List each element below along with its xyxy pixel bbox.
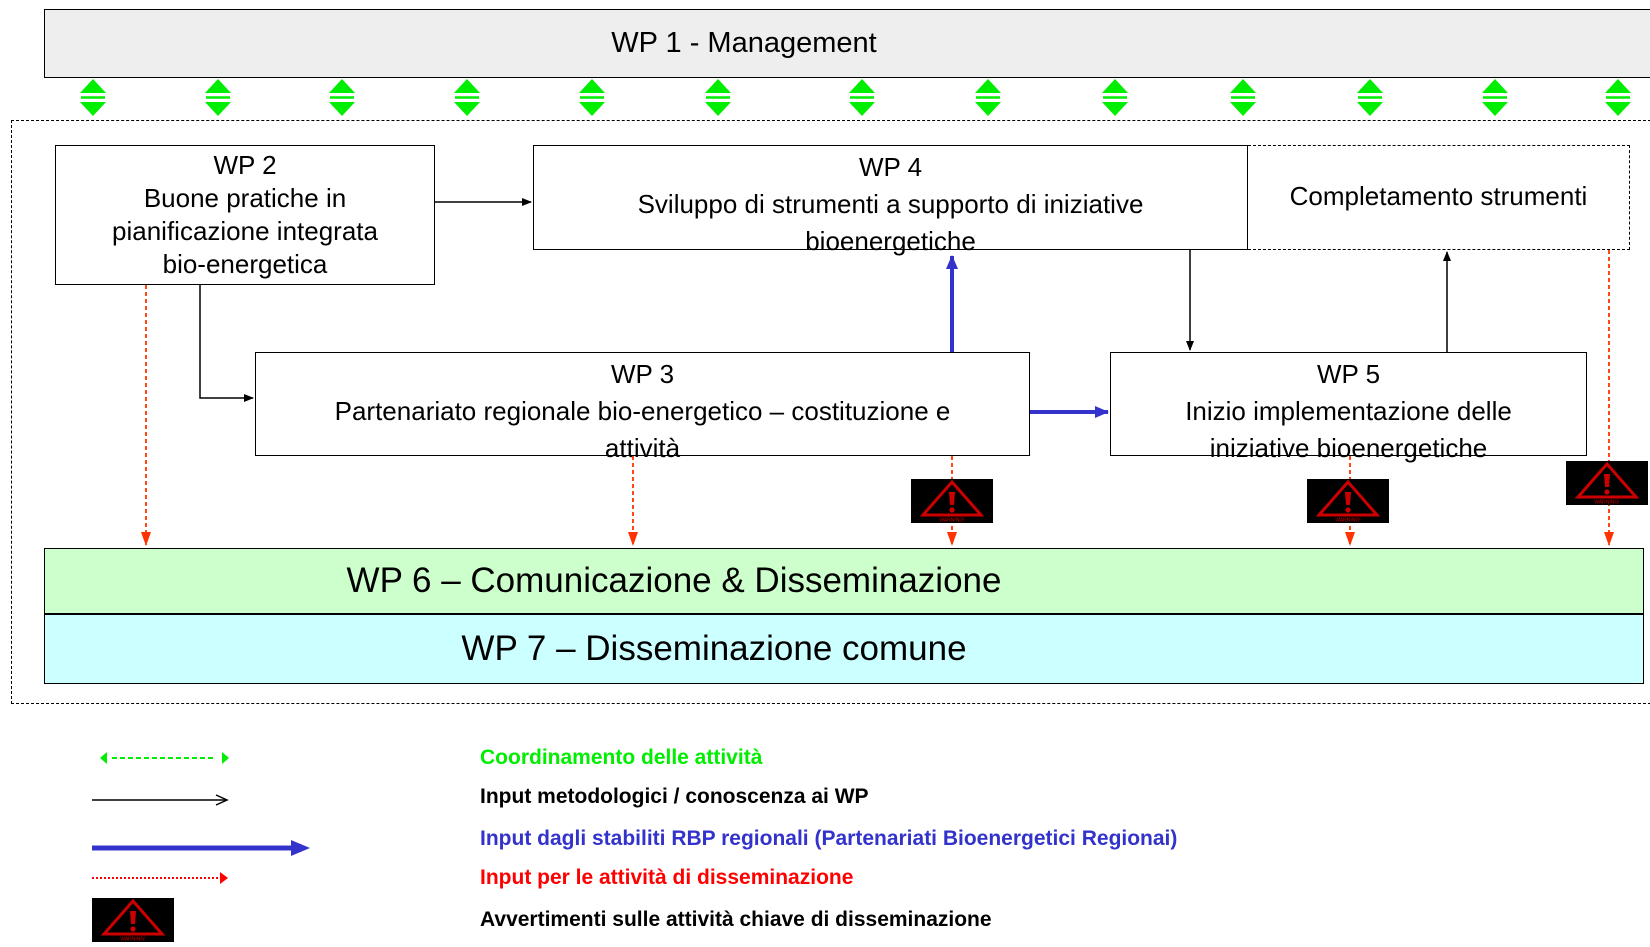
- coordination-arrow: [1357, 79, 1383, 116]
- wp5-box: WP 5 Inizio implementazione delle inizia…: [1110, 352, 1587, 463]
- wp2-box: WP 2 Buone pratiche in pianificazione in…: [55, 145, 435, 285]
- warning-icon: WARNING!: [1307, 479, 1389, 524]
- coordination-arrow: [705, 79, 731, 116]
- coordination-arrow: [329, 79, 355, 116]
- legend-rbp-text: Input dagli stabiliti RBP regionali (Par…: [480, 827, 1178, 850]
- legend-methodological-symbol: [92, 794, 229, 806]
- legend-warning-icon: WARNING!: [92, 898, 174, 943]
- wp4-desc-line-2: bioenergetiche: [805, 226, 976, 256]
- wp5-desc-line-2: iniziative bioenergetiche: [1209, 433, 1488, 463]
- wp6-box: WP 6 – Comunicazione & Disseminazione: [44, 548, 1644, 614]
- coordination-arrow: [454, 79, 480, 116]
- coordination-arrow: [849, 79, 875, 116]
- coordination-arrow: [1482, 79, 1508, 116]
- wp3-desc-line-2: attività: [604, 433, 681, 463]
- wp1-label: WP 1 - Management: [611, 27, 877, 59]
- wp3-title: WP 3: [610, 359, 675, 389]
- svg-text:WARNING!: WARNING!: [120, 937, 145, 943]
- wp5-desc-line-1: Inizio implementazione delle: [1185, 396, 1512, 426]
- wp7-box: WP 7 – Disseminazione comune: [44, 614, 1644, 684]
- coordination-arrow: [80, 79, 106, 116]
- wp4-desc-line-1: Sviluppo di strumenti a supporto di iniz…: [637, 189, 1144, 219]
- coordination-arrow: [205, 79, 231, 116]
- legend-coordination-text: Coordinamento delle attività: [480, 746, 763, 769]
- completamento-label: Completamento strumenti: [1289, 181, 1588, 211]
- svg-text:WARNING!: WARNING!: [1594, 500, 1619, 506]
- warning-icon: WARNING!: [911, 479, 993, 524]
- wp5-title: WP 5: [1316, 359, 1381, 389]
- legend-rbp-symbol: [92, 840, 310, 856]
- wp3-desc-line-1: Partenariato regionale bio-energetico – …: [334, 396, 951, 426]
- legend-coordination-symbol: [100, 752, 229, 764]
- wp2-desc-line-2: pianificazione integrata: [112, 216, 378, 246]
- legend-warnings-text: Avvertimenti sulle attività chiave di di…: [480, 908, 992, 931]
- wp2-desc-line-1: Buone pratiche in: [143, 183, 347, 213]
- coordination-arrow: [1605, 79, 1631, 116]
- wp4-box: WP 4 Sviluppo di strumenti a supporto di…: [533, 145, 1248, 256]
- wp7-label: WP 7 – Disseminazione comune: [461, 629, 967, 668]
- coordination-arrow: [975, 79, 1001, 116]
- wp6-label: WP 6 – Comunicazione & Disseminazione: [346, 561, 1002, 600]
- warning-icon: WARNING!: [1566, 461, 1648, 506]
- svg-text:WARNING!: WARNING!: [939, 518, 964, 524]
- wp4-title: WP 4: [858, 152, 923, 182]
- completamento-strumenti-box: Completamento strumenti: [1248, 145, 1630, 250]
- legend-dissemination-symbol: [92, 872, 228, 884]
- svg-text:WARNING!: WARNING!: [1335, 518, 1360, 524]
- wp2-desc-line-3: bio-energetica: [162, 249, 328, 279]
- coordination-arrow: [1230, 79, 1256, 116]
- legend-methodological-text: Input metodologici / conoscenza ai WP: [480, 785, 869, 808]
- legend-dissemination-text: Input per le attività di disseminazione: [480, 866, 854, 889]
- coordination-arrow: [1102, 79, 1128, 116]
- wp3-box: WP 3 Partenariato regionale bio-energeti…: [255, 352, 1030, 463]
- coordination-arrow: [579, 79, 605, 116]
- wp2-title: WP 2: [213, 150, 277, 180]
- wp1-management-box: WP 1 - Management: [44, 9, 1650, 78]
- work-package-group-frame: [11, 120, 1650, 704]
- coordination-arrows: [80, 79, 1631, 116]
